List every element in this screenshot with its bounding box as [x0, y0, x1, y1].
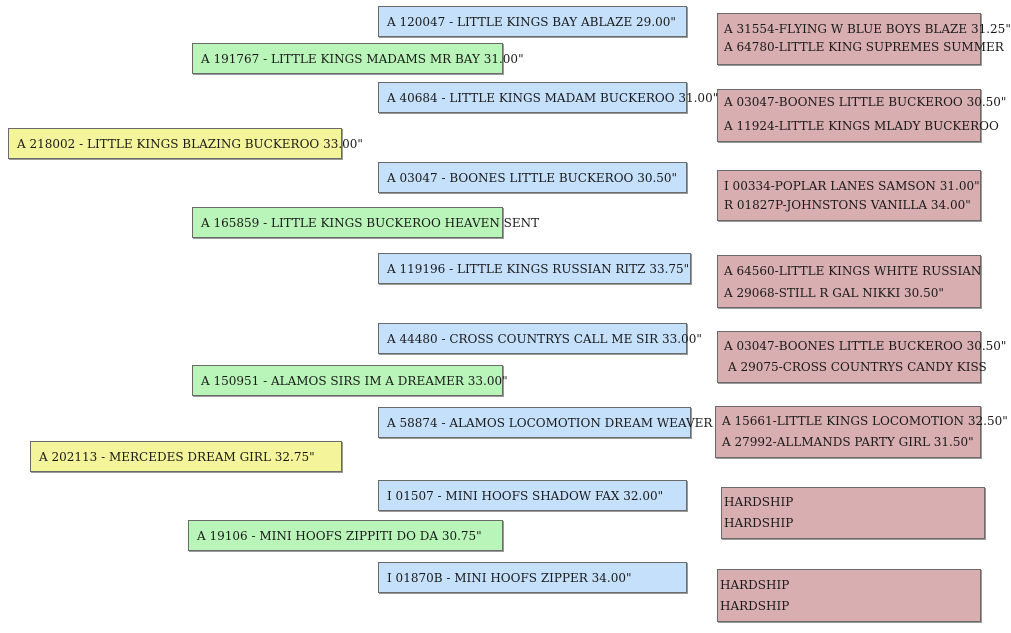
gen3-box-3: A 03047 - BOONES LITTLE BUCKEROO 30.50" [378, 162, 687, 193]
gen2-box-4: A 19106 - MINI HOOFS ZIPPITI DO DA 30.75… [188, 520, 503, 551]
gen2-box-2: A 165859 - LITTLE KINGS BUCKEROO HEAVEN … [192, 207, 539, 238]
gen2-label-3: A 150951 - ALAMOS SIRS IM A DREAMER 33.0… [201, 373, 508, 388]
gen4-sire-3: I 00334-POPLAR LANES SAMSON 31.00" [724, 179, 980, 193]
gen1-dam-label: A 202113 - MERCEDES DREAM GIRL 32.75" [39, 449, 315, 464]
gen3-label-8: I 01870B - MINI HOOFS ZIPPER 34.00" [387, 570, 632, 585]
gen4-sire-4: A 64560-LITTLE KINGS WHITE RUSSIAN [724, 264, 982, 278]
gen3-label-3: A 03047 - BOONES LITTLE BUCKEROO 30.50" [387, 170, 678, 185]
gen4-dam-8: HARDSHIP [720, 599, 790, 613]
gen4-sire-2: A 03047-BOONES LITTLE BUCKEROO 30.50" [724, 95, 1007, 109]
gen4-sire-6: A 15661-LITTLE KINGS LOCOMOTION 32.50" [722, 414, 1008, 428]
gen2-label-4: A 19106 - MINI HOOFS ZIPPITI DO DA 30.75… [197, 528, 482, 543]
gen3-box-6: A 58874 - ALAMOS LOCOMOTION DREAM WEAVER [378, 407, 712, 438]
gen4-box-1: A 31554-FLYING W BLUE BOYS BLAZE 31.25" … [717, 13, 1011, 65]
gen4-box-6: A 15661-LITTLE KINGS LOCOMOTION 32.50" A… [715, 406, 1008, 458]
gen4-sire-7: HARDSHIP [724, 495, 794, 509]
gen2-box-1: A 191767 - LITTLE KINGS MADAMS MR BAY 31… [192, 43, 524, 74]
gen2-label-1: A 191767 - LITTLE KINGS MADAMS MR BAY 31… [201, 51, 524, 66]
gen4-dam-7: HARDSHIP [724, 516, 794, 530]
gen4-dam-3: R 01827P-JOHNSTONS VANILLA 34.00" [724, 198, 971, 212]
gen3-label-5: A 44480 - CROSS COUNTRYS CALL ME SIR 33.… [387, 331, 702, 346]
gen3-box-4: A 119196 - LITTLE KINGS RUSSIAN RITZ 33.… [378, 253, 691, 284]
gen4-box-2: A 03047-BOONES LITTLE BUCKEROO 30.50" A … [717, 89, 1006, 142]
gen3-box-1: A 120047 - LITTLE KINGS BAY ABLAZE 29.00… [378, 6, 687, 37]
gen4-box-5: A 03047-BOONES LITTLE BUCKEROO 30.50" A … [717, 331, 1006, 383]
gen3-label-4: A 119196 - LITTLE KINGS RUSSIAN RITZ 33.… [387, 261, 690, 276]
gen4-box-8: HARDSHIP HARDSHIP [717, 569, 981, 622]
gen3-label-2: A 40684 - LITTLE KINGS MADAM BUCKEROO 31… [387, 90, 719, 105]
gen4-sire-1: A 31554-FLYING W BLUE BOYS BLAZE 31.25" [724, 22, 1011, 36]
gen3-label-6: A 58874 - ALAMOS LOCOMOTION DREAM WEAVER [387, 415, 713, 430]
gen3-box-5: A 44480 - CROSS COUNTRYS CALL ME SIR 33.… [378, 323, 702, 354]
gen4-sire-5: A 03047-BOONES LITTLE BUCKEROO 30.50" [724, 339, 1007, 353]
gen4-box-7: HARDSHIP HARDSHIP [721, 487, 985, 539]
gen4-dam-2: A 11924-LITTLE KINGS MLADY BUCKEROO [724, 119, 999, 133]
gen2-box-3: A 150951 - ALAMOS SIRS IM A DREAMER 33.0… [192, 365, 508, 396]
gen4-dam-5: A 29075-CROSS COUNTRYS CANDY KISS [728, 360, 987, 374]
gen4-box-4: A 64560-LITTLE KINGS WHITE RUSSIAN A 290… [717, 255, 981, 308]
gen1-dam-box: A 202113 - MERCEDES DREAM GIRL 32.75" [30, 441, 342, 472]
gen4-sire-8: HARDSHIP [720, 578, 790, 592]
gen4-dam-1: A 64780-LITTLE KING SUPREMES SUMMER [724, 40, 1004, 54]
gen3-box-7: I 01507 - MINI HOOFS SHADOW FAX 32.00" [378, 480, 687, 511]
gen4-dam-4: A 29068-STILL R GAL NIKKI 30.50" [724, 286, 944, 300]
gen3-label-1: A 120047 - LITTLE KINGS BAY ABLAZE 29.00… [387, 14, 676, 29]
gen3-label-7: I 01507 - MINI HOOFS SHADOW FAX 32.00" [387, 488, 664, 503]
gen2-label-2: A 165859 - LITTLE KINGS BUCKEROO HEAVEN … [201, 215, 540, 230]
gen3-box-2: A 40684 - LITTLE KINGS MADAM BUCKEROO 31… [378, 82, 718, 113]
gen1-sire-box: A 218002 - LITTLE KINGS BLAZING BUCKEROO… [8, 128, 363, 159]
gen4-dam-6: A 27992-ALLMANDS PARTY GIRL 31.50" [722, 435, 974, 449]
gen1-sire-label: A 218002 - LITTLE KINGS BLAZING BUCKEROO… [17, 136, 363, 151]
gen4-box-3: I 00334-POPLAR LANES SAMSON 31.00" R 018… [717, 170, 981, 221]
gen3-box-8: I 01870B - MINI HOOFS ZIPPER 34.00" [378, 562, 687, 593]
